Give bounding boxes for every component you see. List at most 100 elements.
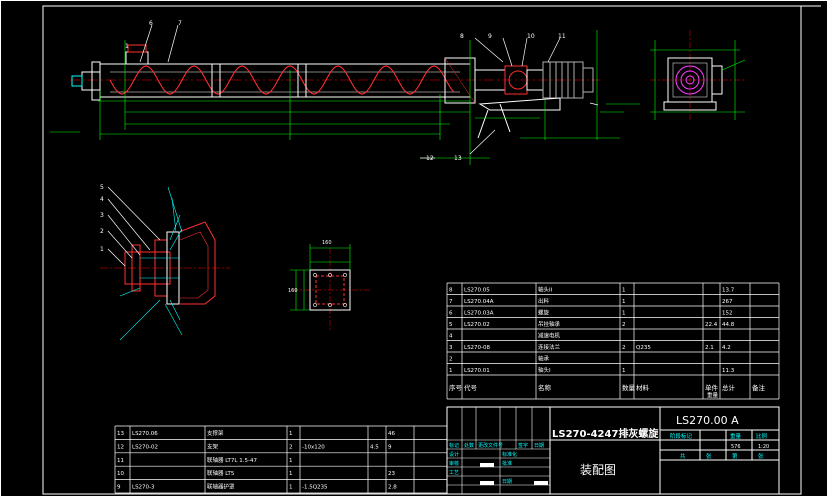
bom-upper-cell-qty: 2 [622, 345, 626, 351]
sign-row-review: 审核 [449, 460, 459, 467]
bom-header-4: 材料 [636, 383, 650, 392]
flange-view: 160 160 [288, 240, 370, 330]
sign-row-date: 日期 [502, 479, 512, 485]
sheet-unit-2: 张 [758, 452, 764, 460]
callout-sec-3: 3 [100, 212, 104, 219]
drawing-number: LS270.00 A [676, 414, 739, 427]
rev-head-doc: 更改文件号 [478, 442, 503, 449]
sign-row-approve: 批准 [502, 460, 512, 467]
bom-upper-cell-total: 44.8 [722, 322, 735, 328]
callout-6: 6 [149, 20, 153, 27]
col-head-mass: 重量 [730, 432, 742, 440]
scale-value: 1:20 [758, 444, 769, 450]
end-view [650, 30, 746, 120]
screw-flight [109, 65, 455, 95]
support-frame [478, 97, 561, 111]
callout-11: 11 [558, 33, 566, 40]
bom-header-mass: 重量 [707, 391, 719, 399]
rev-head-date: 日期 [534, 443, 544, 449]
left-shaft-end [81, 71, 101, 91]
bom-lower-cell-no: 10 [117, 471, 124, 477]
bom-upper-cell-name: 螺旋 [538, 309, 550, 317]
trough-section [178, 221, 216, 305]
bom-upper-cell-code: LS270.02 [464, 322, 490, 328]
bom-lower-cell-code: LS270-3 [132, 485, 155, 491]
callout-main-1: 1 [125, 43, 129, 50]
bom-lower-cell-total: 2.8 [388, 485, 397, 491]
bom-upper-cell-name: 连接法兰 [538, 343, 561, 351]
callout-sec-2: 2 [100, 228, 104, 235]
bom-upper-cell-total: 4.2 [722, 345, 731, 351]
bom-upper-cell-name: 吊挂轴承 [538, 320, 561, 328]
bom-upper-cell-no: 2 [449, 357, 453, 363]
bom-upper-cell-name: 出料 [538, 297, 550, 305]
bom-upper-cell-total: 152 [722, 311, 733, 317]
bom-upper-cell-mat: Q235 [636, 345, 651, 351]
callout-8: 8 [460, 33, 464, 40]
bom-upper-cell-no: 6 [449, 311, 453, 317]
bom-lower-cell-no: 13 [117, 431, 124, 437]
bom-upper-cell-no: 7 [449, 299, 453, 305]
bom-lower-cell-name: 联轴器 LT5 [207, 469, 235, 477]
bom-lower-cell-qty: 1 [289, 431, 293, 437]
screw-end-circle [675, 65, 705, 95]
bom-header-7: 备注 [752, 383, 766, 392]
bom-upper-cell-name: 轴头I [538, 366, 551, 374]
sign-row-design: 设计 [449, 451, 459, 458]
bom-lower-cell-no: 9 [117, 485, 121, 491]
col-head-scale: 比例 [756, 432, 768, 440]
bom-upper-cell-code: LS270.03A [464, 311, 494, 317]
bom-lower-cell-qty: 2 [289, 444, 293, 450]
mass-value: 576 [731, 444, 741, 450]
rev-head-mark: 标记 [449, 442, 459, 449]
bom-upper-cell-code: LS270.01 [464, 368, 490, 374]
bom-header-6: 总计 [722, 383, 736, 392]
rev-head-sign: 签字 [518, 442, 528, 449]
title-block: LS270-4247排灰螺旋 装配图 LS270.00 A 阶段标记 重量 比例… [446, 406, 780, 495]
bom-upper-cell-total: 11.3 [722, 368, 735, 374]
bom-lower-cell-code: LS270-02 [132, 444, 158, 450]
bom-lower-cell-total: 46 [388, 431, 395, 437]
bom-lower-cell-mat: -1.5Q235 [302, 485, 328, 491]
bom-upper-cell-name: 轴头II [538, 286, 553, 294]
flange-outline [309, 269, 351, 311]
bom-header-1: 代号 [464, 383, 478, 392]
bom-upper-cell-name: 减速电机 [538, 332, 561, 340]
bom-upper-cell-code: LS270-08 [464, 345, 491, 351]
col-head-stage: 阶段标记 [670, 432, 693, 440]
bom-lower-cell-code: LS270.06 [132, 431, 158, 437]
bom-upper-cell-no: 8 [449, 288, 453, 294]
callout-sec-5: 5 [100, 184, 104, 191]
inner-frame [42, 5, 802, 495]
bom-lower-cell-name: 支撑架 [207, 429, 224, 437]
callout-sec-4: 4 [100, 196, 104, 203]
bom-lower-cell-total: 9 [388, 444, 392, 450]
sign-row-process: 工艺 [449, 470, 459, 476]
bom-header-5: 单件 [705, 383, 719, 392]
bom-upper-cell-no: 4 [449, 334, 453, 340]
bom-header-3: 数量 [622, 383, 636, 392]
inlet-flange [125, 51, 149, 65]
bom-upper-cell-unit: 2.1 [705, 345, 714, 351]
bom-lower-cell-total: 23 [388, 471, 395, 477]
bom-header-2: 名称 [538, 383, 552, 392]
callout-sec-1: 1 [100, 246, 104, 253]
bom-upper-cell-code: LS270.04A [464, 299, 494, 305]
bom-upper-cell-total: 267 [722, 299, 733, 305]
bom-upper-cell-total: 13.7 [722, 288, 735, 294]
sign-row-std: 标准化 [502, 451, 517, 458]
bom-lower-cell-name: 支架 [207, 442, 219, 450]
bom-lower-cell-qty: 1 [289, 471, 293, 477]
bom-lower-cell-name: 联轴器护罩 [207, 483, 235, 491]
callout-13: 13 [454, 155, 462, 162]
bom-upper-cell-unit: 22.4 [705, 322, 718, 328]
bom-upper-cell-qty: 1 [622, 368, 626, 374]
bearing-housing [124, 251, 171, 285]
bom-upper-cell-code: LS270.05 [464, 288, 490, 294]
bom-lower-cell-no: 12 [117, 444, 124, 450]
title-model: LS270-4247排灰螺旋 [552, 427, 659, 440]
callout-9: 9 [488, 33, 492, 40]
